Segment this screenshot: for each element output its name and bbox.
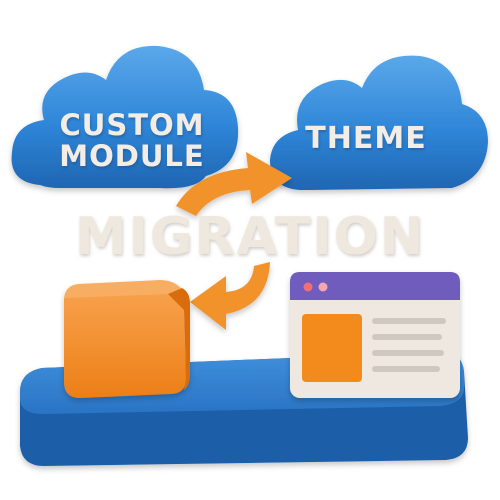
window-dot-icon [318,282,328,292]
cloud-label-line2: MODULE [59,139,204,173]
window-dot-icon [303,282,313,292]
browser-window-icon [290,272,460,398]
window-text-line [372,334,442,340]
cloud-label-custom-module: CUSTOM MODULE [59,108,204,173]
cloud-icon [270,55,488,190]
window-image-block [302,314,362,382]
window-text-line [372,350,444,356]
cloud-label-line1: CUSTOM [59,108,204,142]
cube-icon [64,280,190,398]
cloud-label-theme: THEME [305,121,426,156]
cycle-arrow-icon [176,152,292,216]
window-text-line [372,318,446,324]
cycle-arrow-icon [190,262,270,330]
headline-migration: MIGRATION [75,207,426,267]
window-text-line [372,366,440,372]
cloud-icon [11,45,239,189]
